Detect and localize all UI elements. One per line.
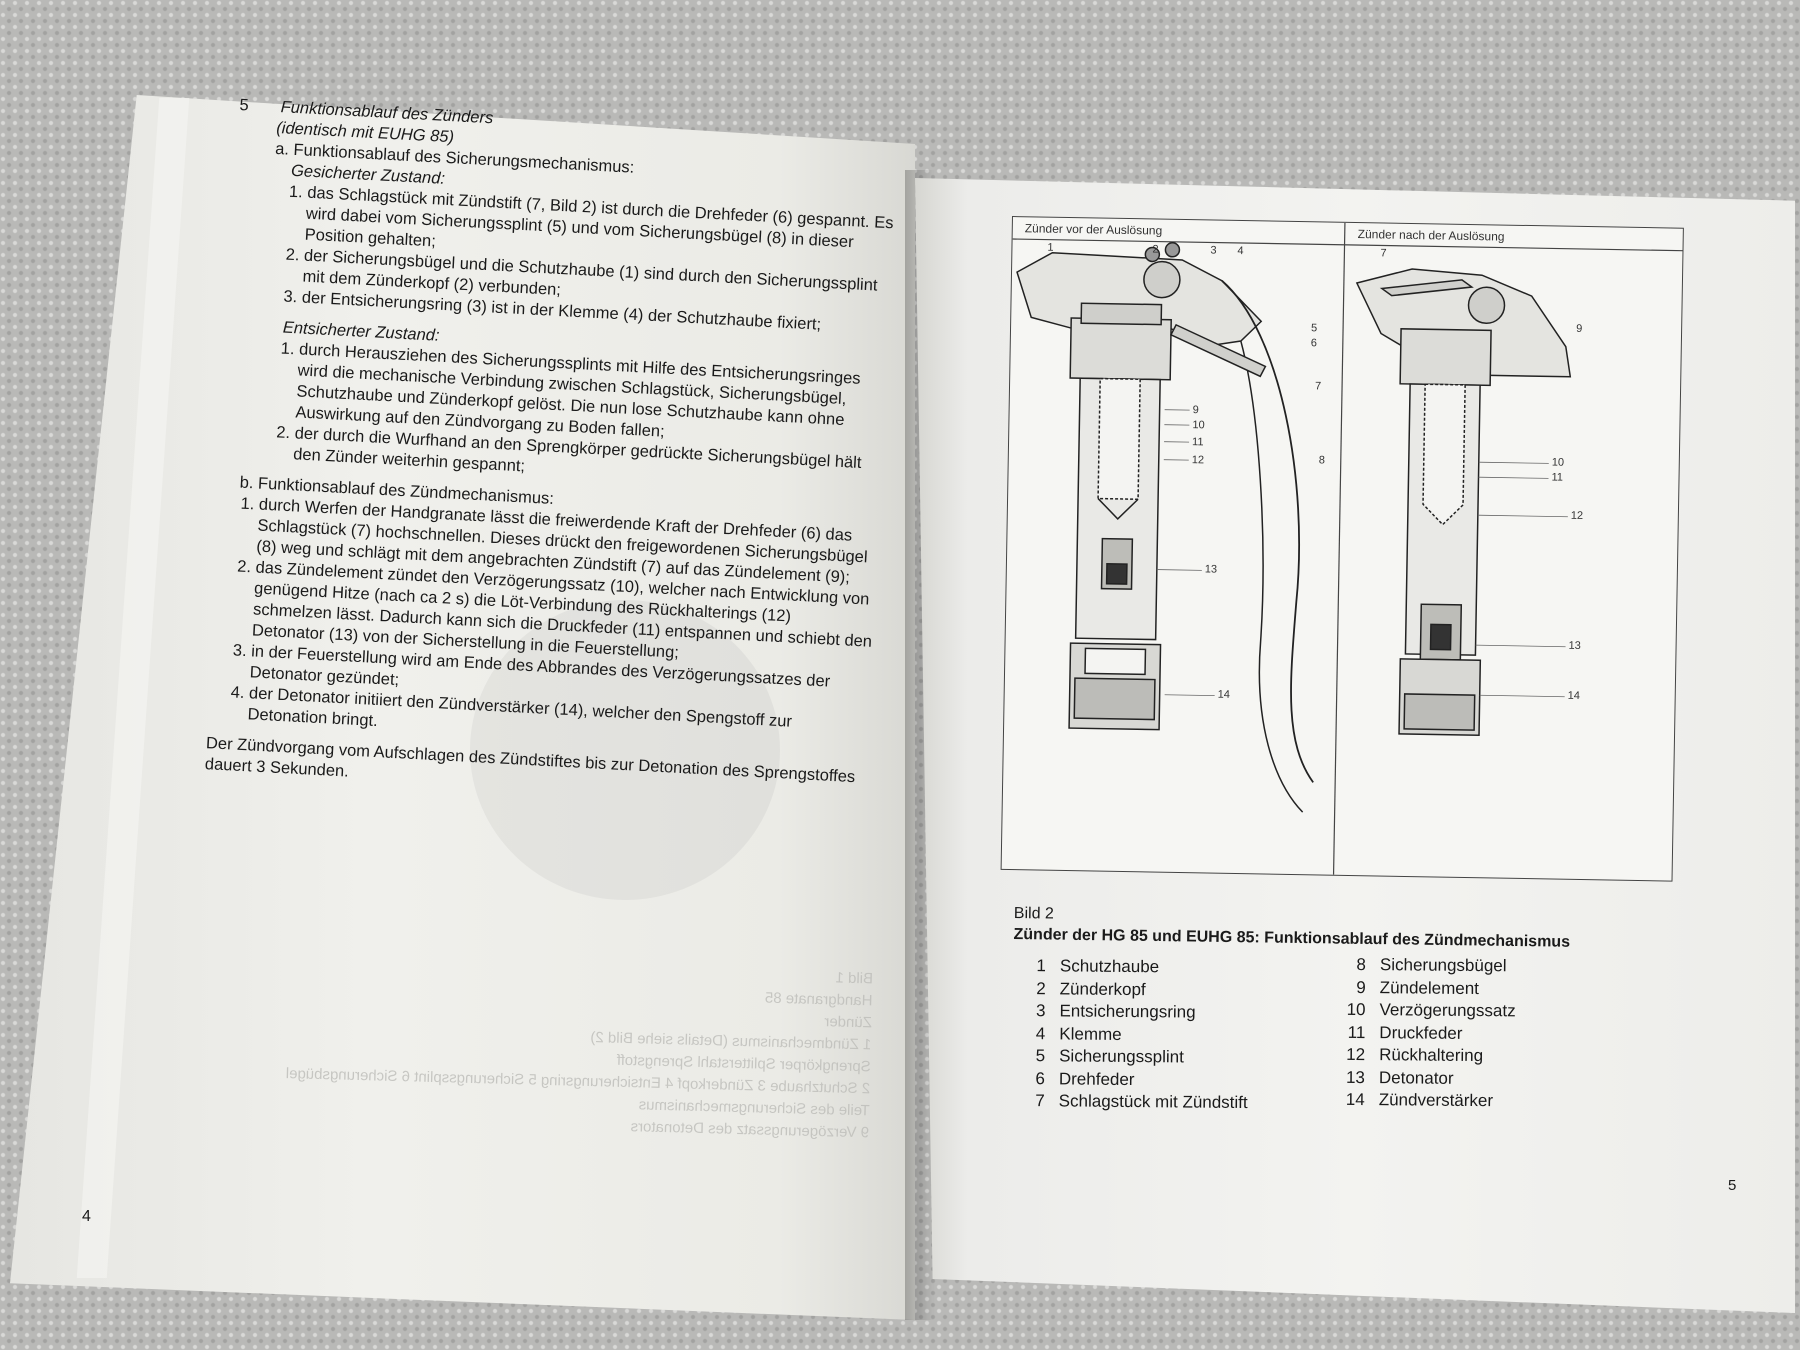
section-number: 5 — [239, 95, 250, 115]
callout: 14 — [1567, 689, 1581, 702]
figure-frame: Zünder vor der Auslösung Zünder nach der… — [1000, 216, 1684, 882]
page-number-left: 4 — [82, 1208, 91, 1225]
callout: 11 — [1551, 471, 1564, 484]
figure-title-after: Zünder nach der Auslösung — [1357, 227, 1505, 244]
callout: 10 — [1192, 419, 1205, 432]
callout: 12 — [1570, 509, 1584, 523]
callout: 11 — [1191, 436, 1204, 449]
callout: 5 — [1310, 322, 1318, 335]
fuse-after-release — [1355, 268, 1572, 736]
bleed-through-shape — [470, 600, 780, 900]
left-page-text: 5 Funktionsablauf des Zünders (identisch… — [204, 95, 899, 810]
bleed-through-text: Bild 1 Handgranate 85 Zünder 1 Zündmecha… — [227, 952, 874, 1229]
callout: 7 — [1380, 247, 1387, 260]
callout: 2 — [1152, 243, 1159, 256]
callout: 13 — [1568, 639, 1581, 652]
callout: 14 — [1217, 688, 1231, 701]
callout: 6 — [1310, 337, 1318, 350]
callout: 3 — [1210, 244, 1217, 257]
callout: 4 — [1237, 244, 1244, 258]
callout: 7 — [1314, 380, 1322, 393]
callout: 1 — [1047, 241, 1054, 254]
callout: 13 — [1204, 563, 1218, 576]
figure-header-line — [1012, 238, 1683, 252]
callout: 10 — [1551, 456, 1565, 469]
callout: 9 — [1192, 404, 1199, 417]
callout: 12 — [1191, 454, 1205, 467]
callout: 9 — [1576, 322, 1583, 335]
fuse-before-release — [1016, 242, 1314, 813]
leader-lines — [1156, 409, 1568, 698]
fuse-diagram — [1012, 222, 1683, 875]
page-number-right: 5 — [1728, 1177, 1737, 1194]
callout: 8 — [1318, 454, 1326, 467]
figure-divider — [1332, 222, 1346, 875]
figure-title-before: Zünder vor der Auslösung — [1024, 221, 1163, 238]
